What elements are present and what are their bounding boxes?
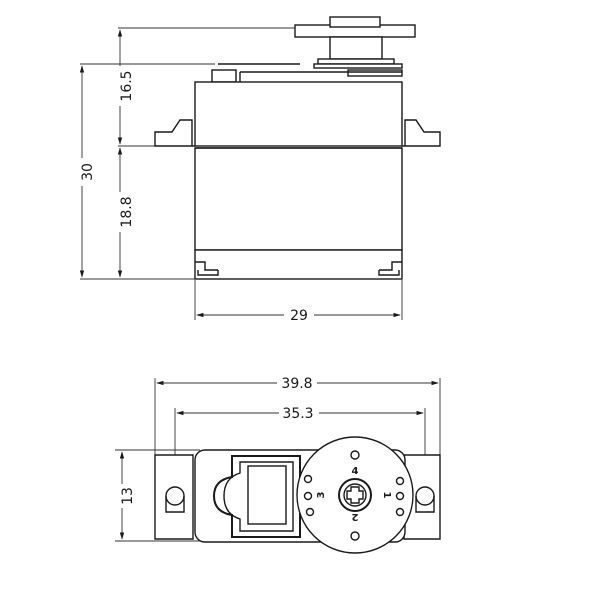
horn-label-2: 2 xyxy=(351,511,358,522)
horn-label-1: 1 xyxy=(381,492,392,499)
dim-top-depth: 13 xyxy=(120,487,136,505)
horn-label-4: 4 xyxy=(352,466,359,477)
dim-side-top-height: 16.5 xyxy=(119,70,135,101)
servo-horn: 4 3 1 2 xyxy=(296,436,414,554)
horn-label-3: 3 xyxy=(316,491,327,498)
top-view: 39.8 35.3 13 xyxy=(115,374,441,554)
dim-top-hole-spacing: 35.3 xyxy=(282,406,313,422)
dim-top-overall-width: 39.8 xyxy=(281,376,312,392)
dim-side-total-height: 30 xyxy=(80,163,96,181)
left-mounting-hole xyxy=(165,486,185,513)
dim-side-bottom-height: 18.8 xyxy=(119,196,135,227)
side-view: 16.5 30 18.8 29 xyxy=(79,16,441,324)
right-mounting-hole xyxy=(415,486,435,513)
dim-side-width: 29 xyxy=(290,308,308,324)
